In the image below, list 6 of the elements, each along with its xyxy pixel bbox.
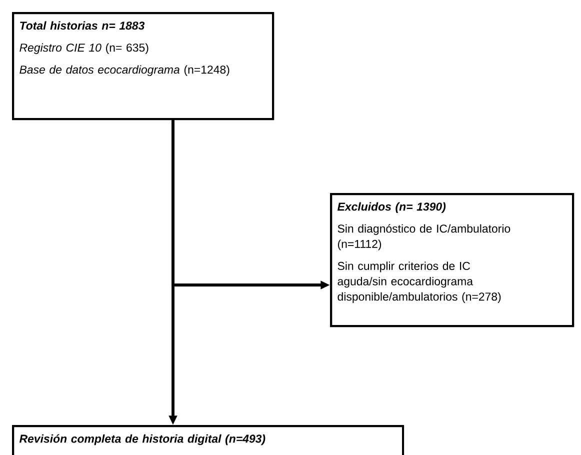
- box-text: Total historias n= 1883 Registro CIE 10 (n= 635) Base de datos ecocardiograma (n=1248): [20, 21, 230, 76]
- process-box: [330, 193, 574, 328]
- box-text: Excluidos (n= 1390) Sin diagnóstico de IC/ambulatorio (n=1112) Sin cumplir criterios de IC aguda/sin ecocardiograma disponible/ambulatorios (n=278): [337, 202, 510, 303]
- process-box: [12, 12, 274, 120]
- box-text: Revisión completa de historia digital (n=493): [19, 434, 266, 446]
- process-box: [12, 425, 404, 455]
